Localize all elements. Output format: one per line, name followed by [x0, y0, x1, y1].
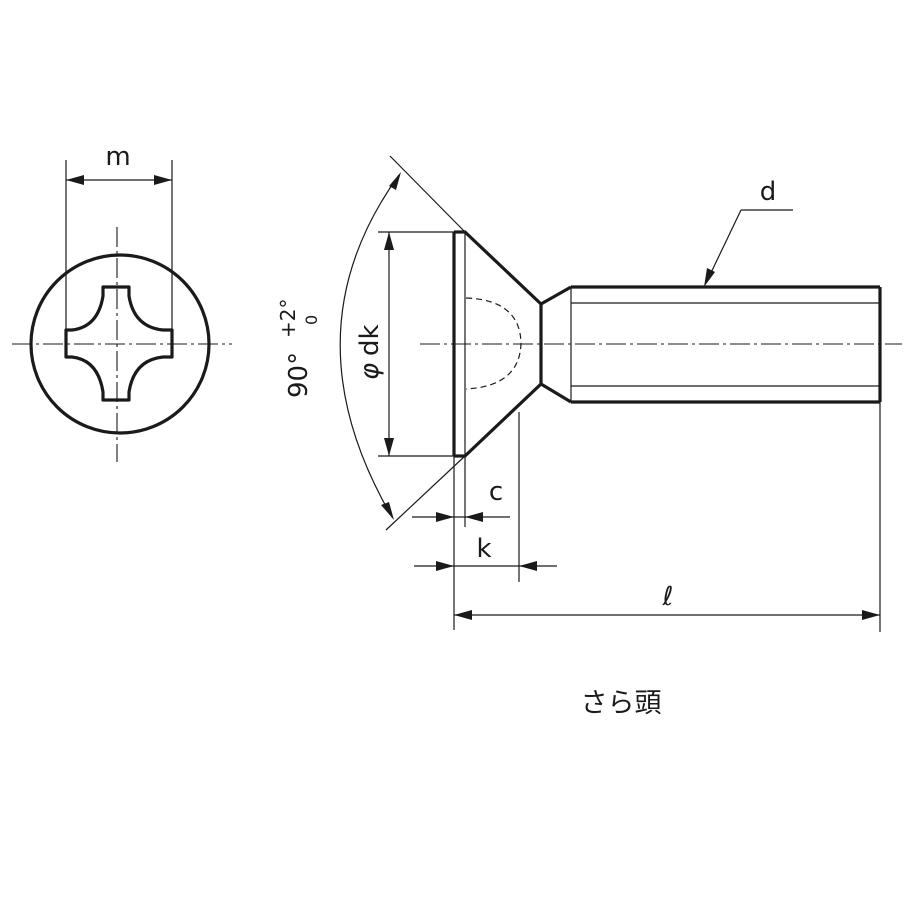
k-label: k [476, 534, 491, 564]
angle-arrow-lower [381, 502, 394, 520]
shank-chamfer-top [540, 285, 572, 306]
shank-chamfer-bottom [540, 382, 572, 404]
m-label: m [105, 142, 130, 172]
countersink-taper-bottom [463, 382, 543, 458]
countersink-taper-top [463, 230, 543, 306]
k-arrow-left [436, 561, 454, 571]
l-label: ℓ [662, 582, 674, 612]
end-view: m [12, 142, 232, 462]
m-arrow-left [66, 175, 84, 185]
l-arrow-right [862, 610, 880, 620]
angle-tolerance-upper: +2° [276, 299, 300, 338]
dk-arrow-lower [384, 438, 394, 456]
angle-arrow-upper [389, 172, 401, 190]
k-arrow-right [519, 561, 537, 571]
caption: さら頭 [581, 688, 662, 719]
side-view: d 90° +2° 0 φ dk c k [276, 155, 902, 632]
cross-recess-outline [64, 285, 174, 402]
angle-extension-lower [385, 455, 466, 531]
l-arrow-left [454, 610, 472, 620]
recess-hidden-outline [465, 297, 522, 390]
angle-tolerance-lower: 0 [302, 315, 321, 325]
dk-phi-symbol: φ [355, 363, 385, 380]
c-label: c [489, 477, 503, 507]
angle-label: 90° [284, 352, 314, 398]
d-leader-arrow [704, 268, 715, 287]
m-arrow-right [154, 175, 172, 185]
d-label: d [760, 177, 777, 207]
c-arrow-right [465, 512, 483, 522]
dk-label: dk [355, 324, 385, 356]
c-arrow-left [436, 512, 454, 522]
dk-arrow-upper [384, 232, 394, 250]
angle-dimension-arc [339, 174, 400, 518]
d-leader-diagonal [707, 209, 742, 280]
angle-extension-upper [389, 155, 466, 233]
